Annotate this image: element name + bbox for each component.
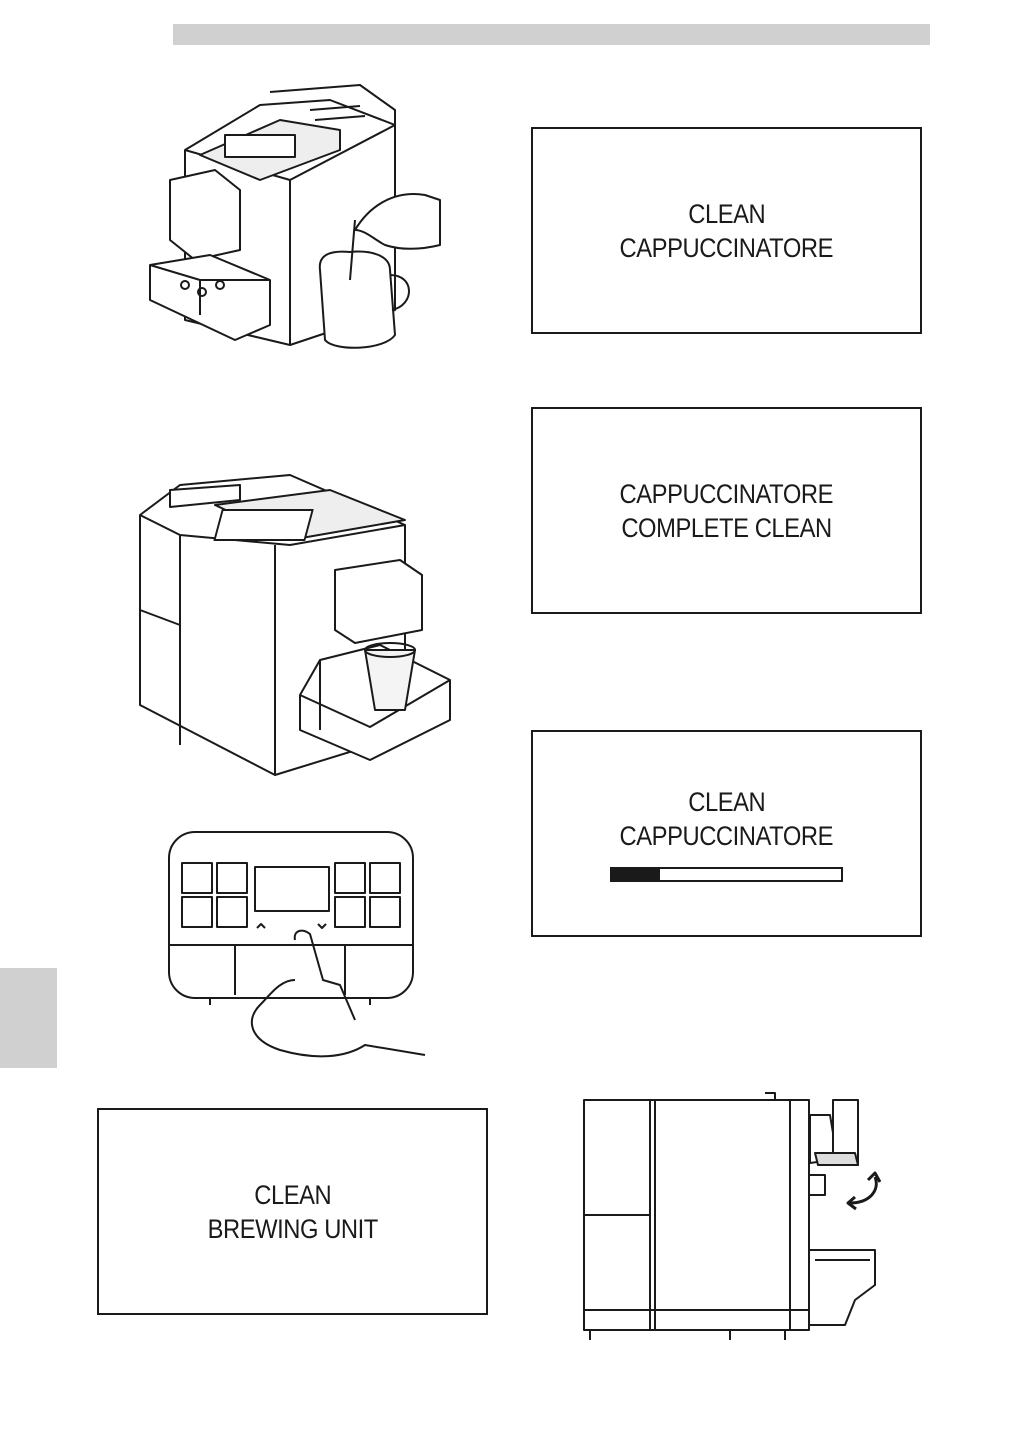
display-line: CAPPUCCINATORE <box>620 477 833 511</box>
display-line: COMPLETE CLEAN <box>621 511 831 545</box>
display-clean-brewing-unit: CLEAN BREWING UNIT <box>97 1108 488 1315</box>
header-bar <box>173 24 930 45</box>
display-line: BREWING UNIT <box>207 1212 377 1246</box>
display-line: CAPPUCCINATORE <box>620 819 833 853</box>
progress-bar <box>610 867 843 882</box>
section-tab <box>0 968 57 1068</box>
control-panel-finger-press-icon <box>165 830 430 1060</box>
coffee-machine-milk-jug-icon <box>140 80 450 360</box>
display-line: CAPPUCCINATORE <box>620 231 833 265</box>
machine-side-view-arrow-icon <box>570 1085 890 1350</box>
display-clean-progress: CLEAN CAPPUCCINATORE <box>531 730 922 937</box>
display-clean-cappuccinatore: CLEAN CAPPUCCINATORE <box>531 127 922 334</box>
display-complete-clean: CAPPUCCINATORE COMPLETE CLEAN <box>531 407 922 614</box>
display-line: CLEAN <box>688 785 765 819</box>
display-line: CLEAN <box>688 197 765 231</box>
display-line: CLEAN <box>254 1178 331 1212</box>
progress-fill <box>612 869 660 880</box>
coffee-machine-cup-icon <box>130 445 460 785</box>
